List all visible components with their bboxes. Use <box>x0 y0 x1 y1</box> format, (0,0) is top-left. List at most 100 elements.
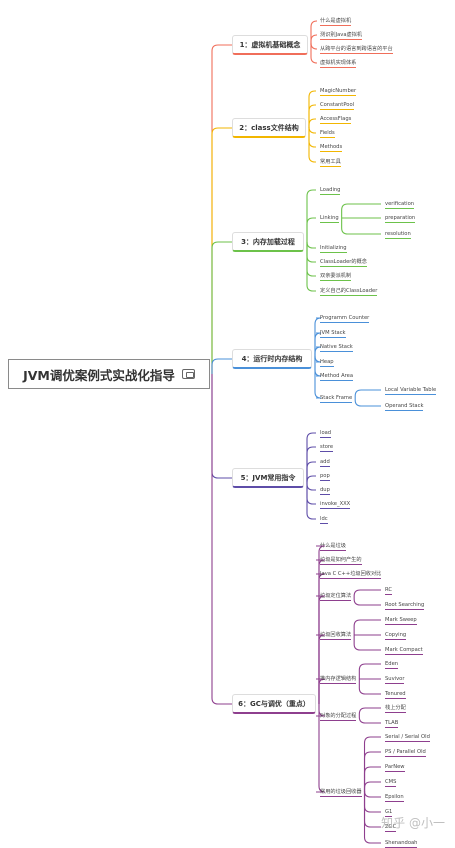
subleaf-item[interactable]: ParNew <box>385 764 405 772</box>
leaf-item[interactable]: 常用工具 <box>320 159 341 167</box>
subleaf-item[interactable]: 栈上分配 <box>385 705 406 713</box>
leaf-item[interactable]: 什么是虚拟机 <box>320 18 352 26</box>
leaf-item[interactable]: 测识别Java虚拟机 <box>320 32 363 40</box>
leaf-item[interactable]: 定义自己的ClassLoader <box>320 288 378 296</box>
leaf-connector <box>306 461 316 478</box>
leaf-item[interactable]: Linking <box>320 215 339 223</box>
subleaf-connector <box>363 792 381 813</box>
subleaf-item[interactable]: Epsilon <box>385 794 404 802</box>
subleaf-item[interactable]: Mark Compact <box>385 647 423 655</box>
leaf-item[interactable]: 垃圾回收算法 <box>320 632 352 640</box>
subleaf-connector <box>358 679 381 695</box>
leaf-connector <box>314 317 322 359</box>
leaf-item[interactable]: load <box>320 430 332 438</box>
leaf-item[interactable]: invoke_XXX <box>320 501 351 509</box>
topic-1[interactable]: 1：虚拟机基础概念 <box>232 35 308 55</box>
topic-4[interactable]: 4：运行时内存结构 <box>232 349 312 369</box>
subleaf-item[interactable]: RC <box>385 587 392 595</box>
leaf-item[interactable]: Heap <box>320 359 334 367</box>
subleaf-item[interactable]: Copying <box>385 632 407 640</box>
leaf-item[interactable]: 对象的分配过程 <box>320 713 357 721</box>
subleaf-item[interactable]: Serial / Serial Old <box>385 734 430 742</box>
leaf-item[interactable]: AccessFlags <box>320 116 352 124</box>
subleaf-connector <box>363 751 381 792</box>
subleaf-item[interactable]: TLAB <box>385 720 399 728</box>
trunk-connector <box>211 241 232 374</box>
leaf-item[interactable]: 堆内存逻辑结构 <box>320 676 357 684</box>
leaf-item[interactable]: Loading <box>320 187 341 195</box>
leaf-item[interactable]: ClassLoader的概念 <box>320 259 367 267</box>
leaf-connector <box>316 704 326 793</box>
trunk-connector <box>211 127 232 374</box>
subleaf-item[interactable]: verification <box>385 201 415 209</box>
subleaf-item[interactable]: PS / Parallel Old <box>385 749 426 757</box>
subleaf-item[interactable]: Mark Sweep <box>385 617 417 625</box>
leaf-item[interactable]: ldc <box>320 516 328 524</box>
leaf-connector <box>316 634 326 704</box>
leaf-connector <box>306 242 316 292</box>
subleaf-item[interactable]: Operand Stack <box>385 403 424 411</box>
leaf-item[interactable]: 什么是垃圾 <box>320 543 346 551</box>
leaf-item[interactable]: pop <box>320 473 330 481</box>
topic-5[interactable]: 5：JVM常用指令 <box>232 468 304 488</box>
subleaf-connector <box>363 781 381 792</box>
leaf-item[interactable]: Method Area <box>320 373 354 381</box>
leaf-connector <box>316 573 326 704</box>
subleaf-connector <box>354 389 381 398</box>
subleaf-connector <box>353 619 381 635</box>
leaf-connector <box>306 242 316 263</box>
trunk-connector <box>211 44 232 374</box>
leaf-connector <box>314 359 322 399</box>
link-icon <box>181 369 195 379</box>
leaf-item[interactable]: 常用的垃圾回收器 <box>320 789 362 797</box>
root-topic[interactable]: JVM调优案例式实战化指导 <box>8 359 210 389</box>
trunk-connector <box>211 358 232 374</box>
subleaf-item[interactable]: Suvivor <box>385 676 405 684</box>
subleaf-connector <box>353 635 381 651</box>
leaf-item[interactable]: Stack Frame <box>320 395 353 403</box>
topic-3[interactable]: 3：内存加载过程 <box>232 232 304 252</box>
leaf-item[interactable]: JVM Stack <box>320 330 346 338</box>
leaf-connector <box>310 20 318 45</box>
leaf-item[interactable]: Native Stack <box>320 344 353 352</box>
leaf-item[interactable]: Initializing <box>320 245 347 253</box>
leaf-connector <box>306 432 316 478</box>
trunk-connector <box>211 374 232 705</box>
leaf-connector <box>316 559 326 704</box>
leaf-item[interactable]: store <box>320 444 334 452</box>
subleaf-item[interactable]: preparation <box>385 215 416 223</box>
leaf-item[interactable]: 垃圾是如何产生的 <box>320 557 362 565</box>
leaf-item[interactable]: Java C C++垃圾回收对比 <box>320 571 382 579</box>
leaf-item[interactable]: 垃圾定位算法 <box>320 593 352 601</box>
leaf-item[interactable]: ConstantPool <box>320 102 355 110</box>
leaf-item[interactable]: add <box>320 459 330 467</box>
leaf-connector <box>314 346 322 359</box>
topic-2[interactable]: 2：class文件结构 <box>232 118 306 138</box>
leaf-connector <box>310 34 318 45</box>
topic-6[interactable]: 6：GC与调优（重点） <box>232 694 316 714</box>
leaf-item[interactable]: Programm Counter <box>320 315 370 323</box>
subleaf-item[interactable]: G1 <box>385 809 393 817</box>
subleaf-item[interactable]: Root Searching <box>385 602 425 610</box>
subleaf-item[interactable]: Tenured <box>385 691 406 699</box>
leaf-connector <box>308 90 316 128</box>
subleaf-item[interactable]: Shenandoah <box>385 840 418 848</box>
subleaf-item[interactable]: resolution <box>385 231 411 239</box>
subleaf-item[interactable]: CMS <box>385 779 397 787</box>
leaf-item[interactable]: dup <box>320 487 330 495</box>
subleaf-item[interactable]: Local Variable Table <box>385 387 437 395</box>
leaf-item[interactable]: 双亲委派机制 <box>320 273 352 281</box>
leaf-connector <box>306 217 316 242</box>
leaf-connector <box>308 118 316 128</box>
leaf-item[interactable]: 从跨平台的语言到跨语言的平台 <box>320 46 393 54</box>
subleaf-connector <box>354 398 381 407</box>
subleaf-connector <box>363 766 381 792</box>
subleaf-item[interactable]: ZGC <box>385 824 397 832</box>
leaf-item[interactable]: Fields <box>320 130 335 138</box>
leaf-connector <box>310 42 318 50</box>
leaf-item[interactable]: MagicNumber <box>320 88 357 96</box>
leaf-item[interactable]: Methods <box>320 144 343 152</box>
subleaf-item[interactable]: Eden <box>385 661 399 669</box>
leaf-item[interactable]: 虚拟机实现体系 <box>320 60 357 68</box>
